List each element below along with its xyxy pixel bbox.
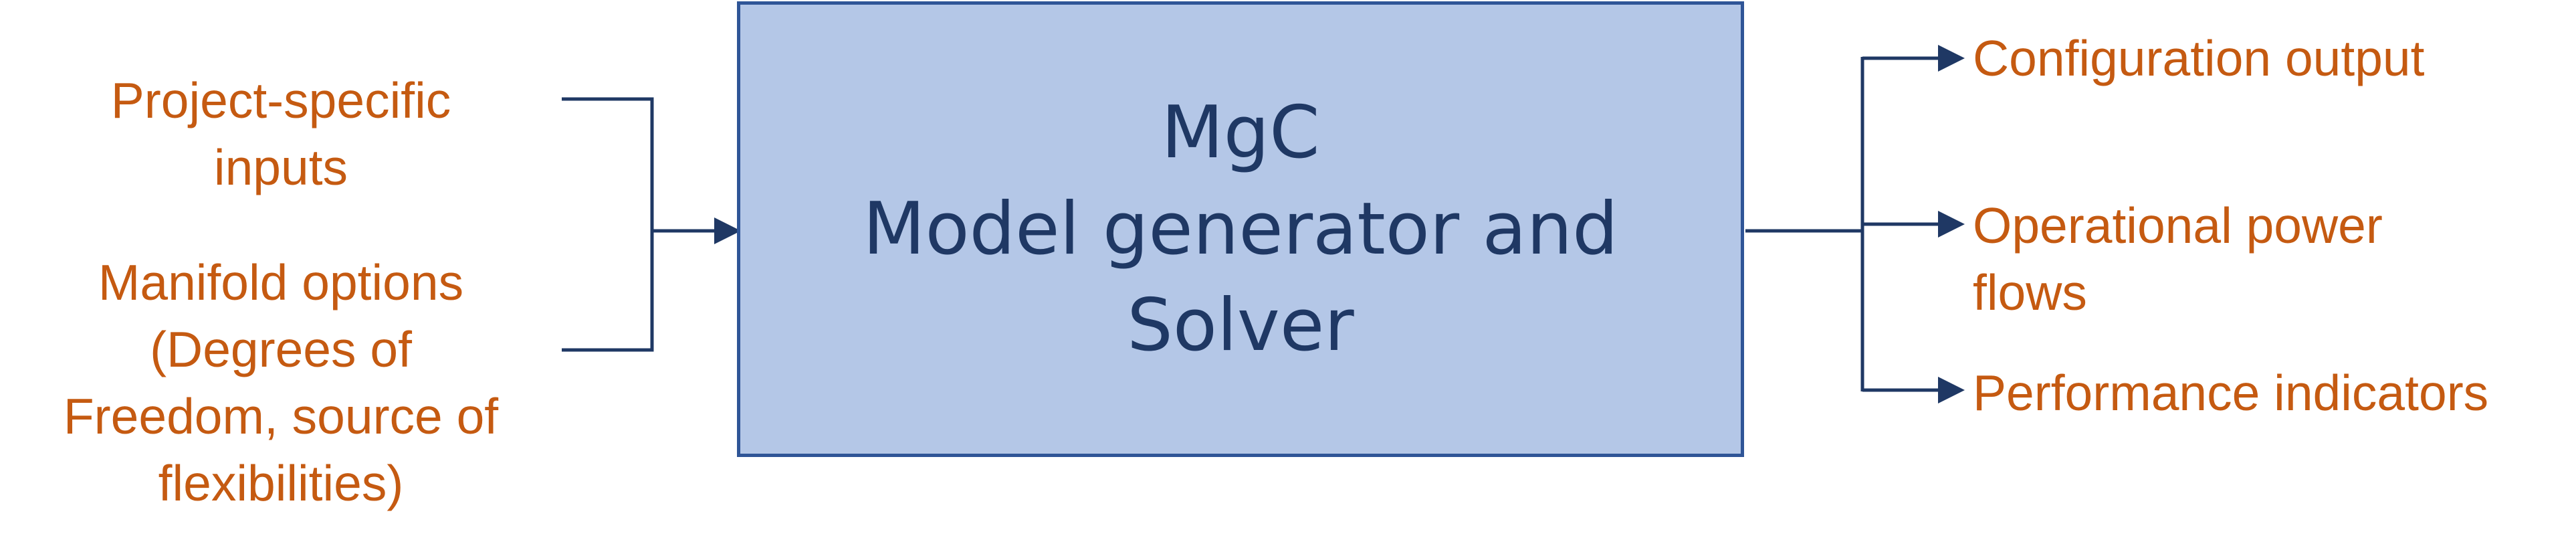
output-label-line: Operational power [1973, 197, 2383, 254]
input-label-line: inputs [213, 139, 348, 195]
input-connector-top [562, 97, 654, 231]
output-label-line: Configuration output [1973, 30, 2425, 86]
box-title-line: Solver [1127, 284, 1354, 367]
input-project-specific: Project-specific inputs [80, 67, 481, 201]
input-label-line: Manifold options [98, 254, 464, 310]
output-operational-power-flows: Operational power flows [1973, 192, 2383, 326]
input-label-line: Freedom, source of [63, 388, 499, 444]
output-label-line: flows [1973, 264, 2087, 321]
output-configuration: Configuration output [1973, 25, 2424, 92]
box-title: MgC Model generator and Solver [740, 85, 1741, 374]
box-title-line: MgC [1161, 91, 1320, 175]
input-label-line: Project-specific [110, 72, 451, 128]
input-label-line: flexibilities) [158, 455, 404, 511]
input-manifold-options: Manifold options (Degrees of Freedom, so… [27, 249, 535, 517]
input-connector-bottom [562, 231, 654, 352]
output-label-line: Performance indicators [1973, 365, 2489, 421]
box-title-line: Model generator and [863, 187, 1618, 271]
input-label-line: (Degrees of [150, 321, 412, 377]
output-performance-indicators: Performance indicators [1973, 359, 2488, 426]
model-generator-solver-box: MgC Model generator and Solver [737, 1, 1744, 457]
